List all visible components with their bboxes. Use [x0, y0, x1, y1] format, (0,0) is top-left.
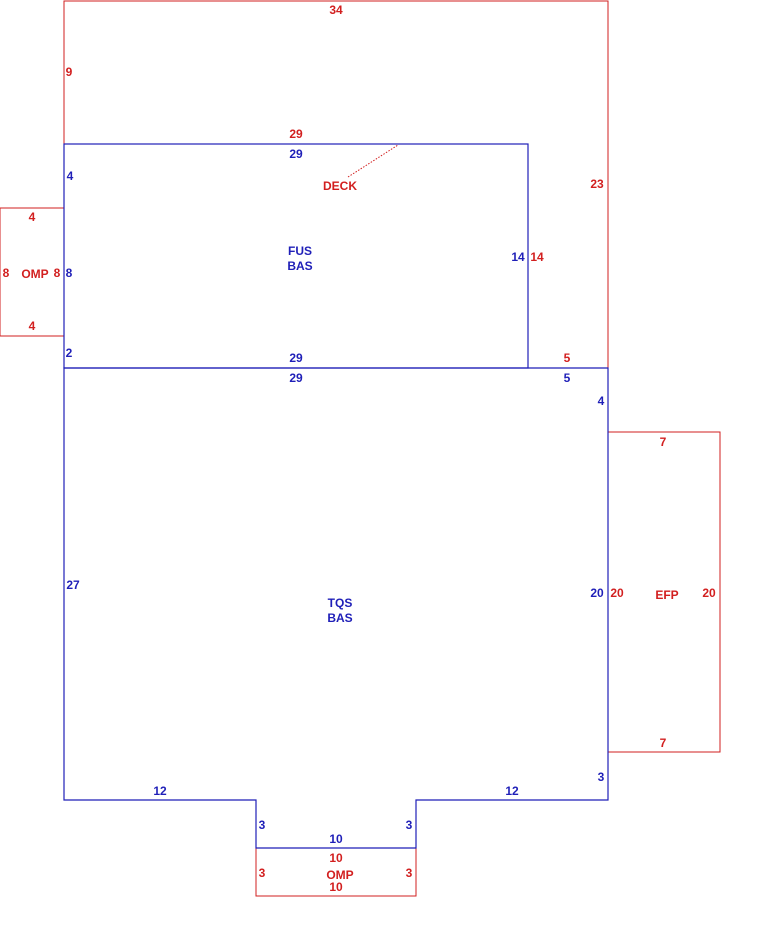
- tqs-right-mid-dim: 20: [590, 586, 604, 600]
- tqs-notch-left-dim: 3: [259, 818, 266, 832]
- omp-left-outline: [0, 207, 64, 337]
- omp-bottom-left-dim: 3: [259, 866, 266, 880]
- efp-outline: [608, 431, 721, 753]
- deck-inner-top-dim: 29: [289, 127, 303, 141]
- efp-left-dim: 20: [610, 586, 624, 600]
- efp-top-dim: 7: [660, 435, 667, 449]
- omp-bottom-outline: [255, 848, 417, 897]
- tqs-top-dim: 29: [289, 371, 303, 385]
- efp-bottom-dim: 7: [660, 736, 667, 750]
- tqs-left-dim: 27: [66, 578, 80, 592]
- efp-right-dim: 20: [702, 586, 716, 600]
- deck-top-dim: 34: [329, 3, 343, 17]
- fus-left-top-dim: 4: [67, 169, 74, 183]
- fus-left-mid-dim: 8: [66, 266, 73, 280]
- tqs-notch-bottom-dim: 10: [329, 832, 343, 846]
- omp-left-bottom-dim: 4: [29, 319, 36, 333]
- tqs-top-right-dim: 5: [564, 371, 571, 385]
- tqs-label: TQS: [328, 596, 353, 610]
- deck-left-dim: 9: [66, 65, 73, 79]
- deck-bottom-right-dim: 5: [564, 351, 571, 365]
- fus-label: FUS: [288, 244, 312, 258]
- omp-left-top-dim: 4: [29, 210, 36, 224]
- deck-right-dim: 23: [590, 177, 604, 191]
- tqs-bas-outline: [63, 367, 609, 849]
- tqs-bottom-right-dim: 12: [505, 784, 519, 798]
- tqs-bas-label: BAS: [327, 611, 352, 625]
- tqs-notch-right-dim: 3: [406, 818, 413, 832]
- omp-left-left-dim: 8: [3, 266, 10, 280]
- deck-label: DECK: [323, 179, 357, 193]
- tqs-right-bottom-dim: 3: [598, 770, 605, 784]
- tqs-right-top-dim: 4: [598, 394, 605, 408]
- efp-label: EFP: [655, 588, 678, 602]
- fus-top-dim: 29: [289, 147, 303, 161]
- omp-bottom-label: OMP: [326, 868, 353, 882]
- fus-right-dim: 14: [511, 250, 525, 264]
- omp-bottom-right-dim: 3: [406, 866, 413, 880]
- omp-left-label: OMP: [21, 267, 48, 281]
- fus-left-bottom-dim: 2: [66, 346, 73, 360]
- omp-bottom-bottom-dim: 10: [329, 880, 343, 894]
- fus-bas-label: BAS: [287, 259, 312, 273]
- omp-left-right-dim: 8: [54, 266, 61, 280]
- fus-bottom-dim: 29: [289, 351, 303, 365]
- omp-bottom-top-dim: 10: [329, 851, 343, 865]
- tqs-bottom-left-dim: 12: [153, 784, 167, 798]
- deck-pointer-line: [347, 144, 399, 178]
- deck-inner-right-dim: 14: [530, 250, 544, 264]
